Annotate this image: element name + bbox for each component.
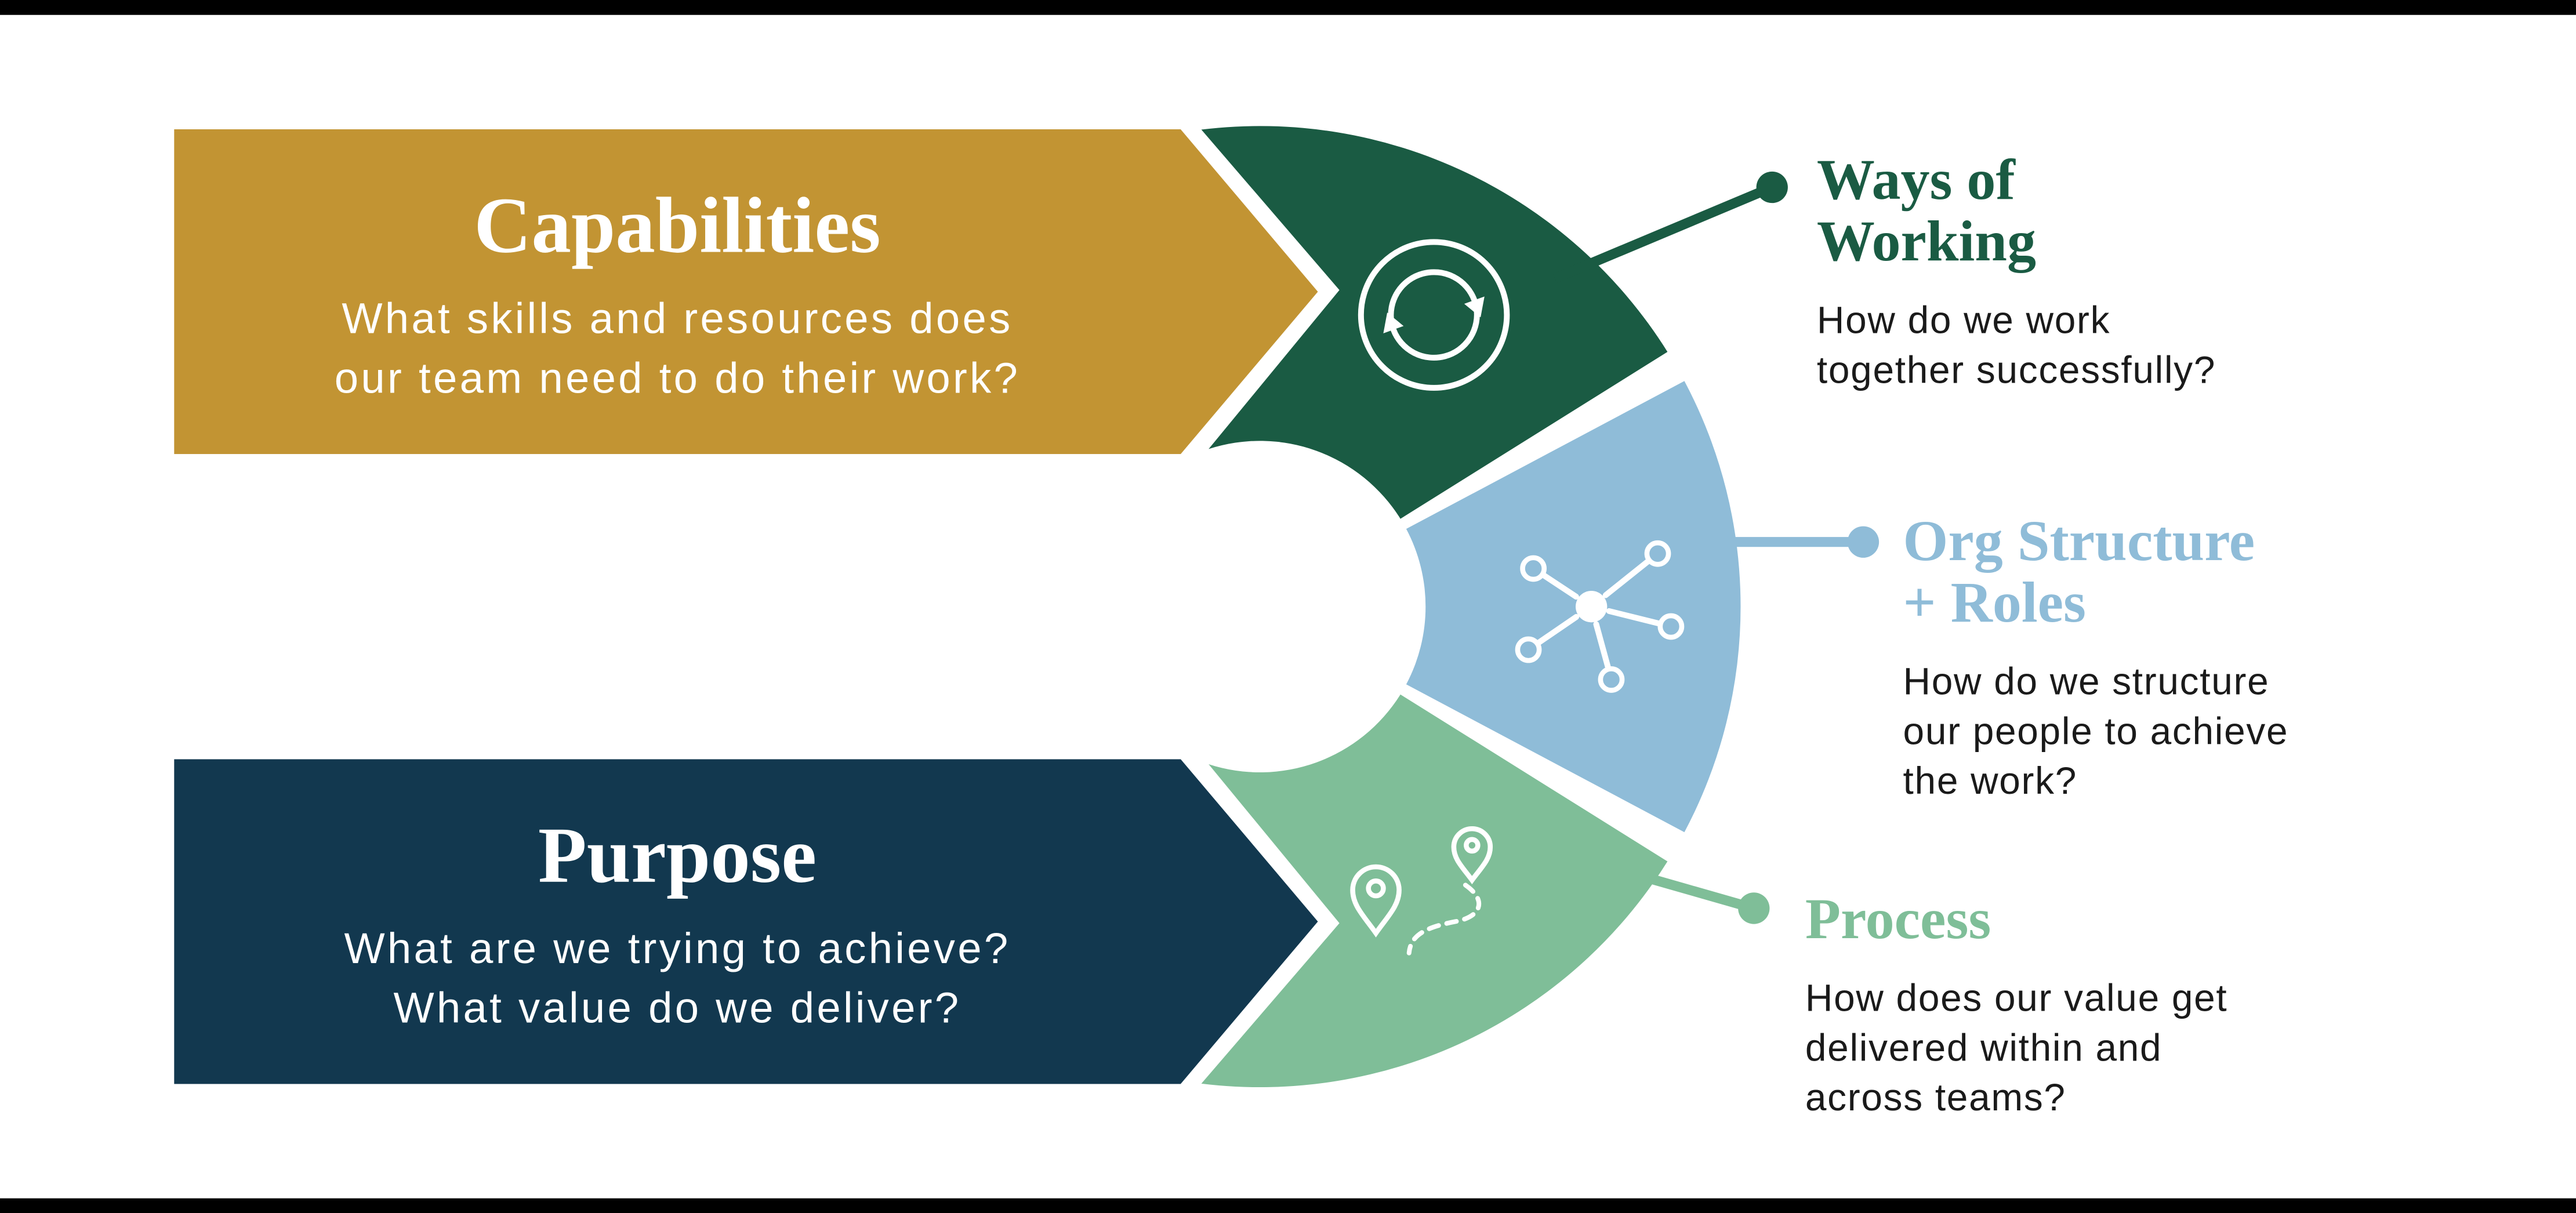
org-structure-dot bbox=[1847, 526, 1880, 558]
segment-ways-of-working bbox=[1201, 126, 1668, 519]
route-map-pins-icon bbox=[1350, 826, 1493, 956]
capabilities-banner: Capabilities What skills and resources d… bbox=[174, 129, 1318, 455]
purpose-banner: Purpose What are we trying to achieve? W… bbox=[174, 759, 1318, 1084]
purpose-title: Purpose bbox=[538, 812, 817, 900]
segment-process bbox=[1201, 694, 1668, 1088]
process-connector bbox=[1648, 873, 1770, 924]
process-label-block: Process How does our value get delivered… bbox=[1805, 888, 2369, 1122]
ways-of-working-label-block: Ways of Working How do we work together … bbox=[1817, 149, 2381, 394]
capabilities-subtitle: What skills and resources does our team … bbox=[334, 293, 1021, 403]
ways-of-working-dot bbox=[1756, 171, 1788, 204]
org-structure-connector bbox=[1724, 526, 1880, 558]
ways-of-working-description: How do we work together successfully? bbox=[1816, 298, 2216, 391]
cycle-arrows-icon bbox=[1358, 239, 1510, 391]
process-dot bbox=[1738, 892, 1770, 924]
purpose-banner-content: Purpose What are we trying to achieve? W… bbox=[174, 759, 1181, 1037]
top-border-bar bbox=[0, 0, 2576, 15]
ways-of-working-heading: Ways of Working bbox=[1816, 147, 2036, 274]
process-heading: Process bbox=[1805, 887, 1991, 951]
process-description: How does our value get delivered within … bbox=[1805, 976, 2228, 1119]
capabilities-banner-content: Capabilities What skills and resources d… bbox=[174, 129, 1181, 408]
network-nodes-icon bbox=[1515, 540, 1685, 693]
capabilities-title: Capabilities bbox=[474, 182, 881, 270]
bottom-border-bar bbox=[0, 1198, 2576, 1213]
ways-of-working-connector bbox=[1552, 171, 1788, 284]
org-structure-heading: Org Structure + Roles bbox=[1903, 509, 2255, 635]
purpose-subtitle: What are we trying to achieve? What valu… bbox=[344, 923, 1011, 1033]
segment-org-structure bbox=[1406, 381, 1741, 833]
org-structure-label-block: Org Structure + Roles How do we structur… bbox=[1903, 510, 2467, 805]
org-structure-description: How do we structure our people to achiev… bbox=[1903, 659, 2289, 802]
